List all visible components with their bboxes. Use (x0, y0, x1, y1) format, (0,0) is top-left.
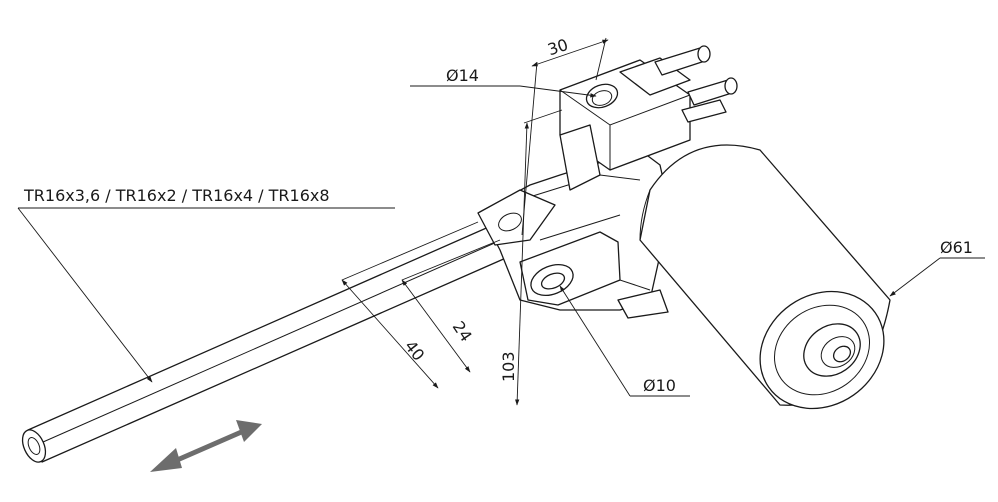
motor-diameter-label: Ø61 (940, 238, 973, 257)
hole-bottom-icon (540, 272, 566, 290)
dim-30-label: 30 (545, 35, 570, 59)
connector-pins (654, 45, 738, 123)
spindle-rod (21, 221, 516, 463)
hole-top-label: Ø14 (446, 66, 479, 85)
dim-24-label: 24 (449, 318, 476, 346)
dim-103-label: 103 (499, 351, 518, 382)
spindle-label: TR16x3,6 / TR16x2 / TR16x4 / TR16x8 (23, 186, 330, 205)
double-headed-arrow-icon (150, 420, 262, 472)
dim-40-label: 40 (401, 337, 429, 365)
dimension-lines (17, 37, 985, 406)
hole-top-icon (585, 83, 619, 109)
rear-clevis-block (559, 57, 691, 191)
hole-bottom-label: Ø10 (643, 376, 676, 395)
motor-cylinder (639, 144, 891, 410)
